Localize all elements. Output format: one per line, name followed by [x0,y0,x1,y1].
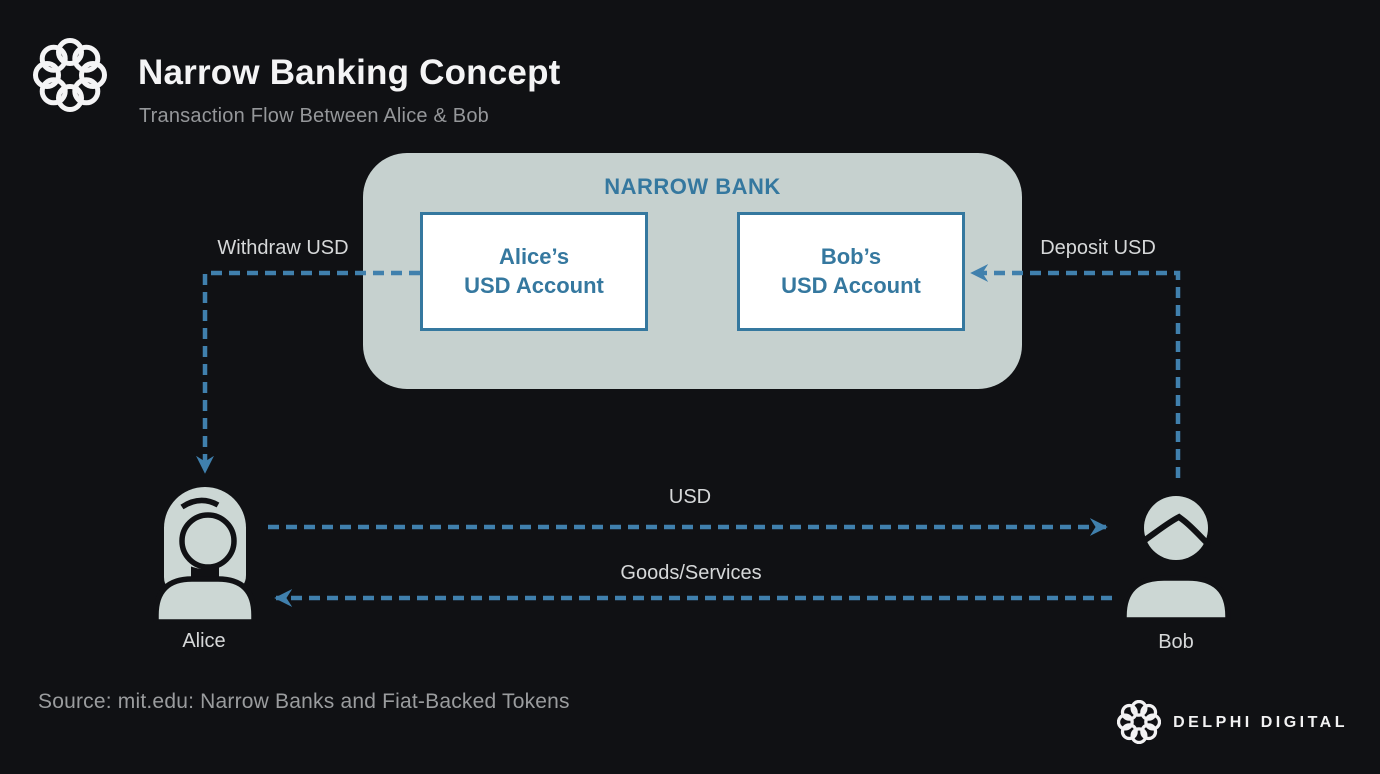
woman-silhouette-icon [153,487,257,622]
alice-label: Alice [182,630,226,652]
withdraw-usd-label: Withdraw USD [217,237,349,259]
delphi-knot-icon [33,38,107,112]
alice-account-line1: Alice’s [498,243,570,269]
deposit-usd-label: Deposit USD [1040,237,1156,259]
brand-wordmark: DELPHI DIGITAL [1173,714,1348,731]
goods-services-label: Goods/Services [620,562,762,584]
bob-account-line2: USD Account [781,272,921,298]
man-silhouette-icon [1121,496,1231,620]
source-citation: Source: mit.edu: Narrow Banks and Fiat-B… [38,690,570,713]
bob-usd-account-box: Bob’s USD Account [737,212,965,331]
alice-account-line2: USD Account [464,272,604,298]
brand-footer: DELPHI DIGITAL [1117,700,1348,744]
page-subtitle: Transaction Flow Between Alice & Bob [139,105,489,127]
narrow-bank-container: NARROW BANK Alice’s USD Account Bob’s US… [363,153,1022,389]
alice-usd-account-box: Alice’s USD Account [420,212,648,331]
usd-flow-label: USD [668,486,712,508]
withdraw-usd-arrow [196,270,420,474]
page-title: Narrow Banking Concept [138,53,561,92]
bob-account-line1: Bob’s [820,243,882,269]
delphi-knot-icon [1117,700,1162,744]
narrow-bank-title: NARROW BANK [604,174,781,199]
bob-label: Bob [1158,631,1194,653]
deposit-usd-arrow [970,264,1181,478]
